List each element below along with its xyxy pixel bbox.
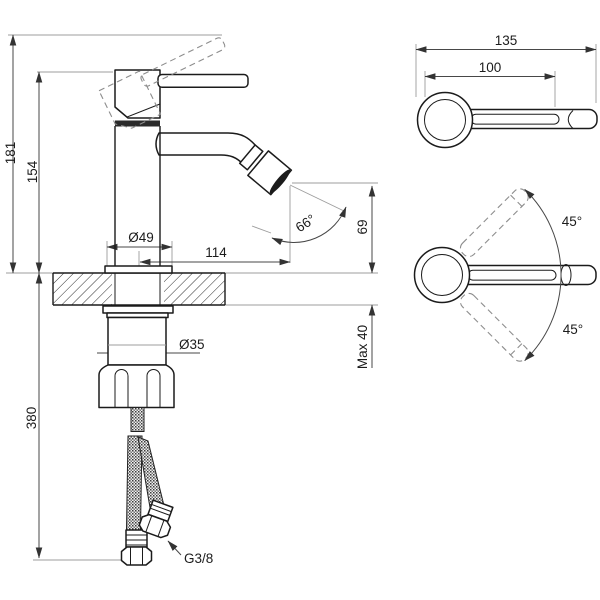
supply-stub xyxy=(130,407,145,432)
base-flange xyxy=(104,265,173,274)
counter-hatch-left xyxy=(53,273,112,305)
swing-up-label: 45° xyxy=(562,214,582,229)
stream-angle-label: 66° xyxy=(293,211,318,235)
dim-arc-stream-angle xyxy=(271,206,347,246)
mount-nut-body xyxy=(107,316,167,366)
handle-tilted-ghost xyxy=(98,37,226,129)
ghost-lever-down-joint xyxy=(510,343,523,356)
plan-handle-hub-outer xyxy=(416,91,474,149)
dim-arc-swivel-range xyxy=(524,189,562,361)
aerator xyxy=(238,144,293,196)
swivel-ghost-up xyxy=(459,188,529,258)
mount-nut-ribs xyxy=(114,369,161,408)
aerator-ring xyxy=(238,144,264,171)
swivel-handle-hub-outer xyxy=(413,246,471,304)
dim-outlet-height-label: 69 xyxy=(355,219,370,234)
aerator-tip-face xyxy=(269,169,291,194)
cartridge-joint-band xyxy=(115,120,160,127)
counter-hatch-right xyxy=(164,273,225,305)
mount-washer xyxy=(102,305,174,314)
ext-line-angle-ray1 xyxy=(289,184,345,212)
dim-shank-diameter-label: Ø35 xyxy=(179,337,205,352)
dim-handle-overall-label: 135 xyxy=(495,33,518,48)
dim-base-diameter-label: Ø49 xyxy=(128,230,154,245)
handle-cap-chamfer xyxy=(126,103,161,118)
handle-cap xyxy=(114,69,161,119)
ghost-lever-up-joint xyxy=(510,194,523,207)
front-view: 181 154 380 69 Max 40 Ø49 114 Ø35 G3/8 6… xyxy=(3,34,378,566)
handle-swivel-view: 45° 45° xyxy=(413,188,597,362)
spout xyxy=(155,132,257,165)
hose-right-crimp-ribs xyxy=(150,503,172,516)
dim-outlet-reach-label: 114 xyxy=(205,245,227,260)
hose-thread-label: G3/8 xyxy=(184,551,213,566)
swivel-handle-hub-inner xyxy=(421,254,463,296)
dim-body-height-label: 154 xyxy=(25,160,40,183)
plan-handle-hub-inner xyxy=(424,99,466,141)
dim-overall-height-label: 181 xyxy=(3,142,18,165)
hose-left-hex-nut xyxy=(120,546,153,566)
hose-right-hex-nut xyxy=(138,513,172,539)
ext-line-angle-ray2 xyxy=(251,225,272,234)
mount-nut-grip xyxy=(98,364,175,409)
dim-under-counter-label: 380 xyxy=(24,407,39,430)
plan-lever-grip-joint xyxy=(567,110,574,129)
ghost-lever-outline xyxy=(140,37,226,87)
hose-left-crimp xyxy=(125,529,148,548)
hose-left-hex-facets xyxy=(130,547,143,565)
handle-top-view: 135 100 xyxy=(415,33,598,149)
hose-left xyxy=(125,435,143,531)
swing-down-label: 45° xyxy=(563,322,583,337)
ghost-lever-down xyxy=(459,292,529,362)
hose-right-fitting xyxy=(138,499,174,539)
swivel-ghost-down xyxy=(459,292,529,362)
leader-hose-thread xyxy=(167,540,182,556)
dim-deck-thickness-label: Max 40 xyxy=(355,325,370,369)
dim-handle-lever-label: 100 xyxy=(479,60,502,75)
hose-right-hex-facets xyxy=(145,515,165,537)
ghost-lever-up xyxy=(459,188,529,258)
handle-lever xyxy=(157,73,249,89)
hose-left-crimp-ribs xyxy=(126,534,147,546)
hose-right xyxy=(137,436,165,512)
